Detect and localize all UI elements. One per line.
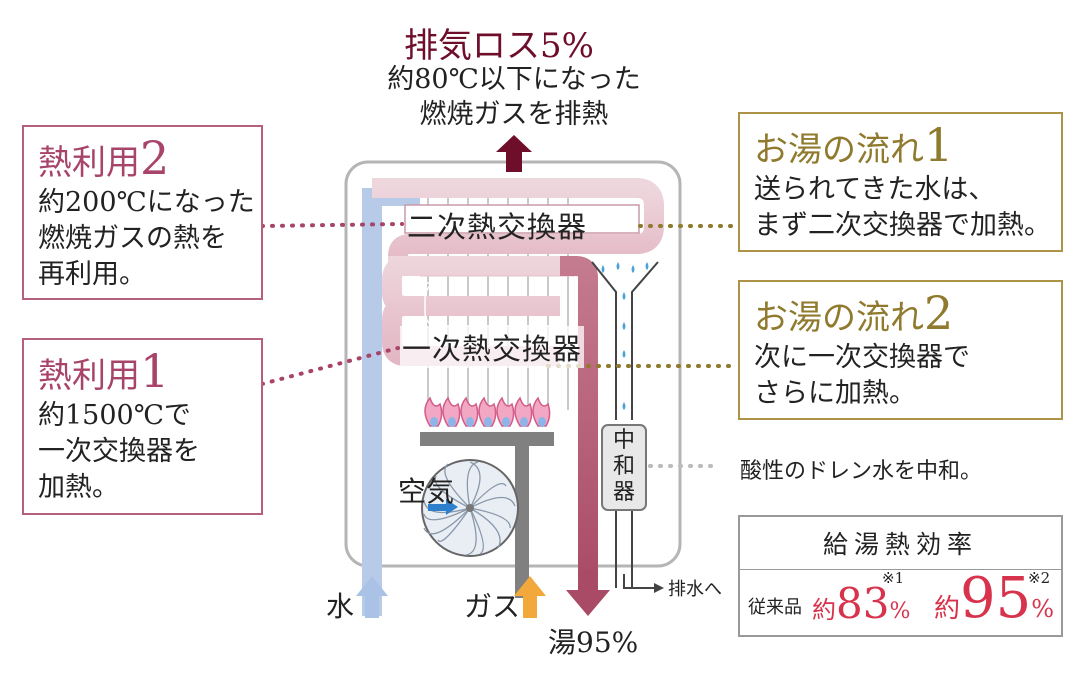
neutralizer-char: 和 [612, 454, 635, 479]
drain-label: 排水へ [668, 579, 722, 600]
old-note: ※1 [882, 569, 905, 587]
exhaust-line-2: 燃焼ガスを排熱 [419, 99, 609, 130]
neutralizer-char: 中 [612, 428, 635, 453]
flow-2-title-text: お湯の流れ [754, 298, 924, 338]
hot-water-label: 湯95% [548, 626, 639, 659]
gas-input-arrow [514, 576, 546, 618]
conventional-label: 従来品 [748, 597, 802, 618]
secondary-exchanger-label: 二次熱交換器 [407, 210, 588, 244]
flow-1-box: お湯の流れ1 送られてきた水は、 まず二次交換器で加熱。 [738, 112, 1063, 252]
neutralizer-box [601, 424, 647, 511]
heat-use-2-line: 燃焼ガスの熱を [38, 223, 227, 254]
old-value: 83 [836, 579, 890, 628]
old-efficiency: 約83% [812, 579, 910, 628]
new-unit: % [1031, 595, 1055, 623]
neutralizer-char: 器 [612, 480, 635, 505]
heat-use-1-title: 熱利用1 [38, 344, 169, 398]
heat-use-1-title-num: 1 [140, 344, 170, 398]
flow-2-title-num: 2 [924, 286, 954, 340]
hot-water-arrow [566, 590, 610, 616]
flow-1-line: まず二次交換器で加熱。 [754, 210, 1051, 241]
gas-label: ガス [464, 590, 521, 623]
heat-use-2-line: 約200℃になった [38, 187, 255, 218]
heat-use-1-line: 加熱。 [38, 472, 119, 503]
new-note: ※2 [1028, 569, 1051, 587]
water-pipe [362, 188, 420, 616]
heat-use-1-line: 約1500℃で [38, 400, 191, 431]
primary-exchanger-label: 一次熱交換器 [400, 326, 585, 368]
flow-1-title: お湯の流れ1 [754, 118, 953, 172]
flow-1-title-num: 1 [924, 118, 954, 172]
flow-1-line: 送られてきた水は、 [754, 174, 996, 205]
efficiency-divider [740, 569, 1061, 570]
exhaust-arrow [496, 135, 532, 172]
flow-2-title: お湯の流れ2 [754, 286, 953, 340]
water-label: 水 [326, 590, 355, 623]
new-prefix: 約 [934, 594, 961, 624]
water-input-arrow [356, 576, 388, 618]
heat-use-1-title-text: 熱利用 [38, 356, 140, 396]
heat-use-1-box: 熱利用1 約1500℃で 一次交換器を 加熱。 [22, 338, 263, 515]
hot-water-pipe [560, 256, 598, 590]
drain-droplets [601, 262, 649, 410]
drain-arrow [654, 583, 664, 593]
old-unit: % [889, 599, 911, 624]
neutralizer-label: 中 和 器 [602, 428, 646, 506]
heat-use-1-line: 一次交換器を [38, 436, 200, 467]
burner-bar [420, 432, 554, 598]
new-efficiency: 約95% [934, 569, 1054, 629]
flow-2-line: さらに加熱。 [754, 378, 916, 409]
air-arrow-icon [428, 499, 458, 515]
efficiency-title: 給湯熱効率 [822, 530, 978, 559]
drain-funnel [591, 261, 659, 589]
efficiency-box: 給湯熱効率 従来品 約83% ※1 約95% ※2 [738, 515, 1063, 637]
exhaust-title: 排気ロス5% [404, 26, 594, 66]
heat-use-2-line: 再利用。 [38, 259, 146, 290]
burner-flames [424, 396, 551, 427]
flow-1-title-text: お湯の流れ [754, 130, 924, 170]
exhaust-line-1: 約80℃以下になった [387, 64, 641, 95]
heat-use-2-box: 熱利用2 約200℃になった 燃焼ガスの熱を 再利用。 [22, 125, 263, 300]
flow-2-box: お湯の流れ2 次に一次交換器で さらに加熱。 [738, 280, 1063, 420]
secondary-exchanger-coil [372, 178, 664, 266]
heat-use-2-title-num: 2 [140, 131, 170, 185]
heat-use-2-title: 熱利用2 [38, 131, 169, 185]
new-value: 95 [960, 566, 1032, 631]
flow-2-line: 次に一次交換器で [754, 342, 970, 373]
air-label: 空気 [398, 475, 455, 508]
old-prefix: 約 [812, 596, 836, 624]
neutralizer-note: 酸性のドレン水を中和。 [740, 459, 983, 484]
fan-icon [421, 459, 519, 557]
heat-use-2-title-text: 熱利用 [38, 143, 140, 183]
